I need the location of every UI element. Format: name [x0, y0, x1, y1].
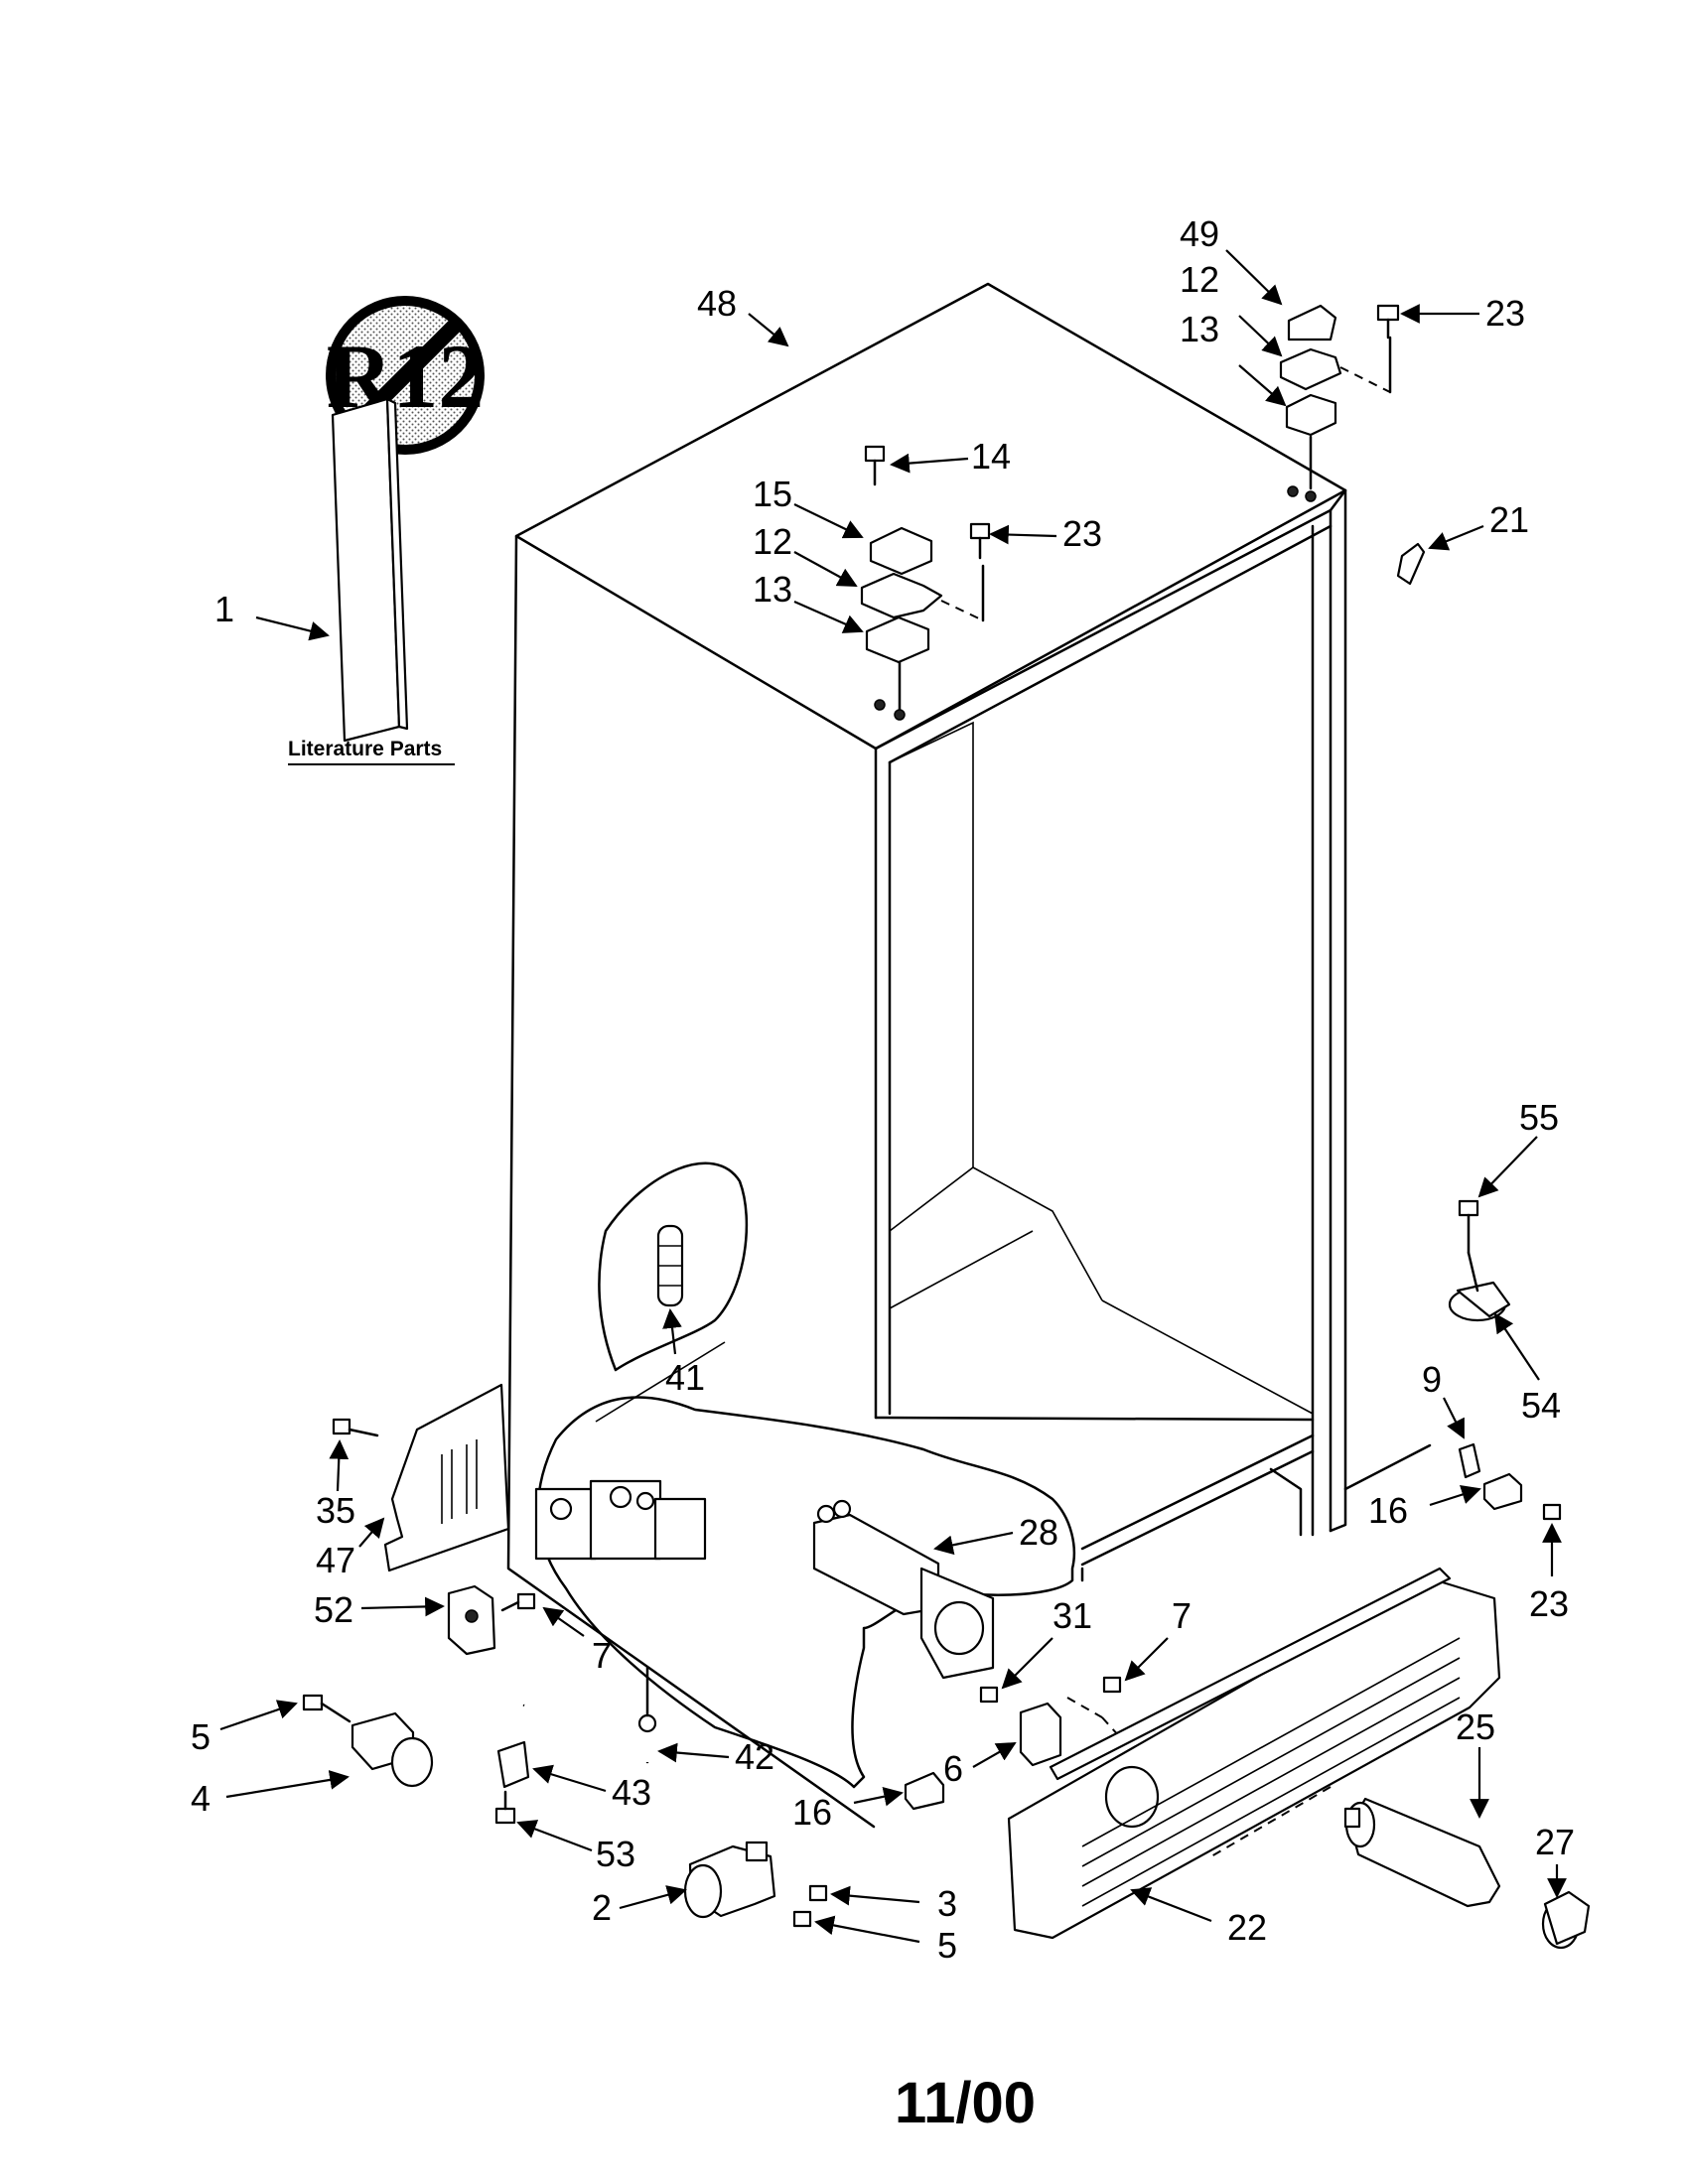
- callout-25: 25: [1456, 1706, 1495, 1747]
- callout-55: 55: [1519, 1097, 1559, 1138]
- part-28-duct: [812, 1499, 995, 1680]
- screw-7-left: [500, 1592, 536, 1612]
- callout-28: 28: [1019, 1512, 1058, 1553]
- revision-date: 11/00: [895, 2071, 1036, 2135]
- part-16-clip-right: [1482, 1472, 1523, 1511]
- part-54-cam: [1448, 1281, 1511, 1322]
- upper-hinge-right: [1279, 304, 1392, 502]
- leader-arrows: [219, 249, 1567, 1944]
- callout-48: 48: [697, 283, 737, 324]
- screw-53: [494, 1790, 516, 1825]
- literature-booklet: Literature Parts: [288, 397, 455, 765]
- callout-6: 6: [943, 1748, 963, 1789]
- callout-14: 14: [971, 436, 1011, 477]
- screw-31: [979, 1686, 999, 1704]
- callout-43: 43: [612, 1772, 651, 1813]
- part-2-roller: [683, 1841, 776, 1919]
- literature-label: Literature Parts: [288, 738, 442, 760]
- screw-23-right: [1542, 1503, 1562, 1521]
- callout-27: 27: [1535, 1822, 1575, 1862]
- callout-2: 2: [592, 1887, 612, 1928]
- screw-5-left: [302, 1694, 351, 1723]
- part-21-clip: [1396, 542, 1426, 586]
- screw-5-right: [792, 1910, 812, 1928]
- part-6-bracket: [1019, 1702, 1062, 1767]
- screw-23-center: [969, 522, 991, 560]
- part-47-rear-panel: [383, 1383, 510, 1572]
- callout-23: 23: [1529, 1583, 1569, 1624]
- part-22-base-grille: [1007, 1567, 1501, 1940]
- callout-53: 53: [596, 1834, 635, 1874]
- callout-31: 31: [1052, 1595, 1092, 1636]
- callout-13: 13: [753, 569, 792, 610]
- screw-35: [332, 1418, 379, 1437]
- callout-7: 7: [1172, 1595, 1192, 1636]
- refrigerator-cabinet: [506, 282, 1432, 1829]
- part-43-clamp: [496, 1740, 530, 1789]
- callout-3: 3: [937, 1883, 957, 1924]
- callout-35: 35: [316, 1490, 355, 1531]
- callout-16: 16: [1368, 1490, 1408, 1531]
- callout-12: 12: [753, 521, 792, 562]
- screw-55: [1458, 1199, 1479, 1293]
- part-52-bracket: [447, 1584, 496, 1656]
- part-27-filter-cap: [1541, 1890, 1591, 1950]
- callout-1: 1: [214, 589, 234, 629]
- callout-42: 42: [735, 1736, 774, 1777]
- upper-hinge-center: [860, 526, 985, 721]
- part-16-clip-bottom: [904, 1771, 945, 1811]
- part-9-shim: [1458, 1442, 1481, 1479]
- callout-23: 23: [1485, 293, 1525, 334]
- part-41-tube: [656, 1224, 684, 1307]
- screw-3: [808, 1884, 828, 1902]
- callout-13: 13: [1180, 309, 1219, 349]
- part-25-water-filter: [1343, 1797, 1501, 1908]
- callout-54: 54: [1521, 1385, 1561, 1426]
- callout-15: 15: [753, 474, 792, 514]
- part-42-tube: [522, 1666, 657, 1764]
- callout-labels: 49 12 13 23 48 14 15 12 13 23 21 1 55 41…: [191, 213, 1575, 1966]
- callout-41: 41: [665, 1357, 705, 1398]
- callout-9: 9: [1422, 1359, 1442, 1400]
- callout-16: 16: [792, 1792, 832, 1833]
- callout-23: 23: [1062, 513, 1102, 554]
- callout-47: 47: [316, 1540, 355, 1580]
- screw-14: [864, 445, 886, 486]
- callout-5: 5: [937, 1925, 957, 1966]
- callout-7: 7: [592, 1635, 612, 1676]
- callout-21: 21: [1489, 499, 1529, 540]
- callout-12: 12: [1180, 259, 1219, 300]
- screw-7-right: [1102, 1676, 1122, 1694]
- control-assembly: [534, 1479, 707, 1561]
- callout-4: 4: [191, 1778, 210, 1819]
- callout-52: 52: [314, 1589, 353, 1630]
- callout-49: 49: [1180, 213, 1219, 254]
- callout-22: 22: [1227, 1907, 1267, 1948]
- screw-23-top: [1376, 304, 1400, 340]
- part-4-roller: [351, 1711, 434, 1788]
- callout-5: 5: [191, 1716, 210, 1757]
